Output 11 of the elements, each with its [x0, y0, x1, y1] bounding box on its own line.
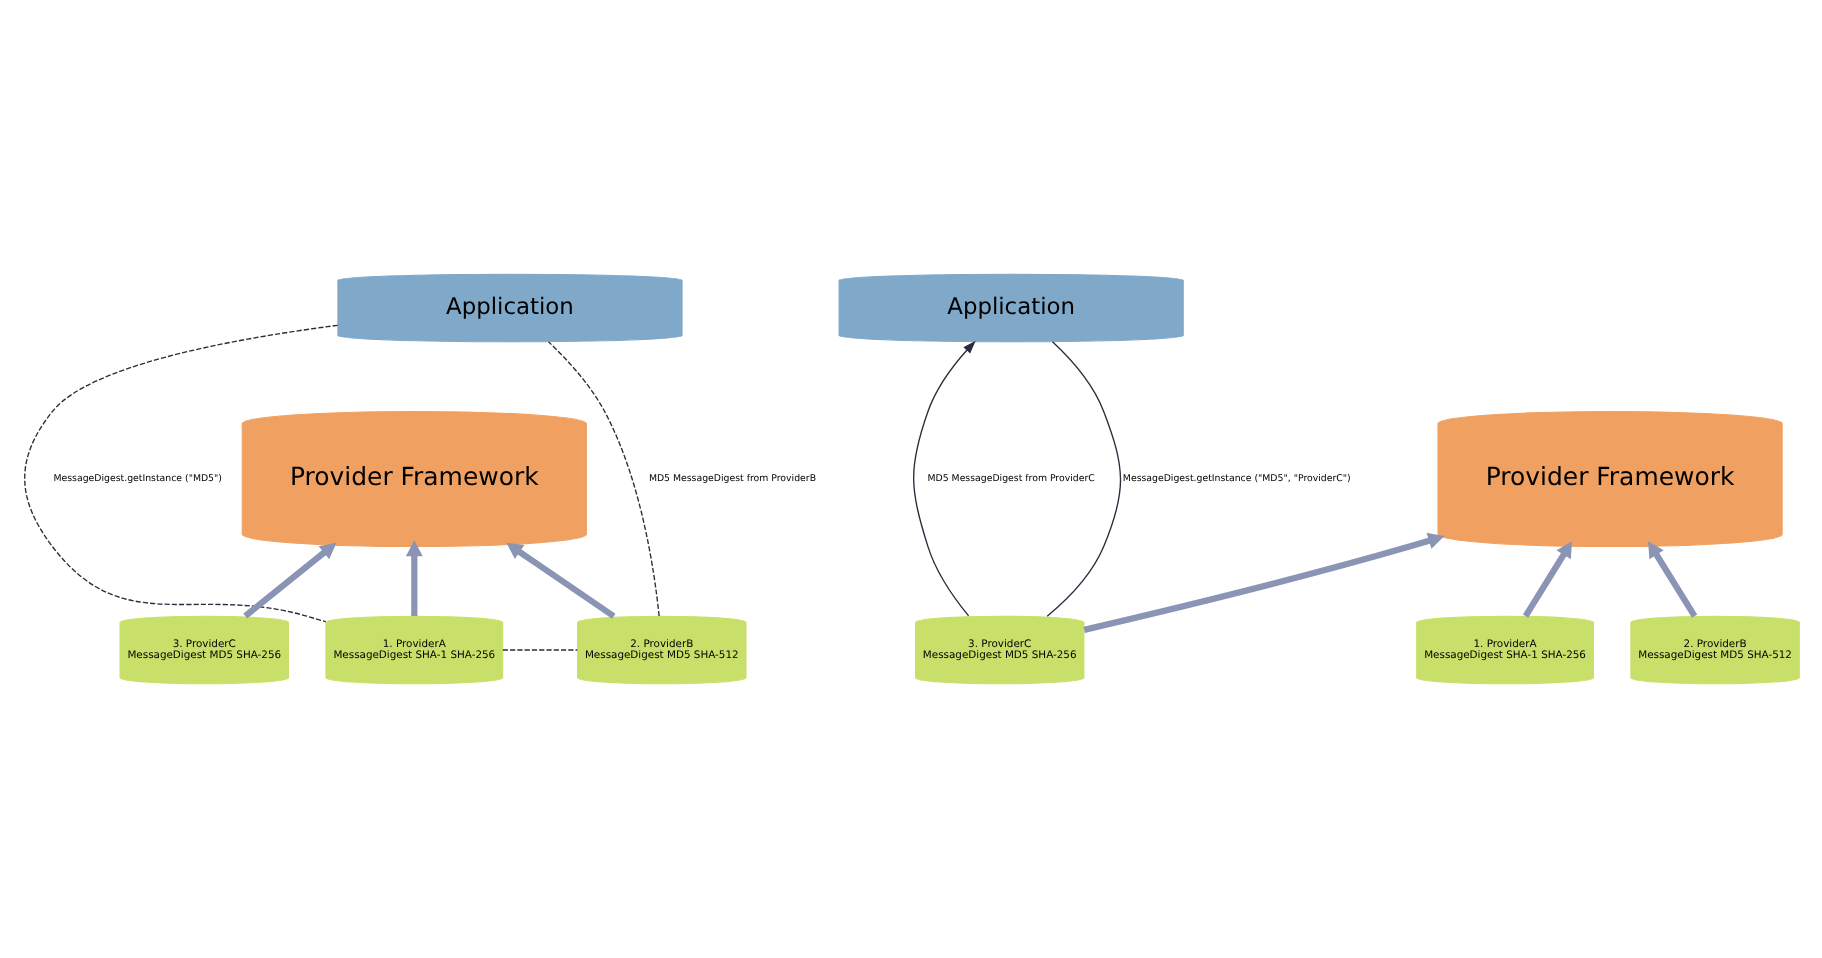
connector — [501, 649, 577, 651]
arrow — [1647, 541, 1697, 618]
arrow — [1521, 541, 1572, 618]
arrow — [242, 542, 336, 619]
connector — [23, 324, 338, 623]
arrow — [404, 540, 422, 616]
connector — [547, 341, 659, 617]
arrow — [1082, 532, 1444, 633]
connector — [1045, 341, 1121, 617]
arrow — [505, 542, 615, 619]
arrow — [912, 340, 975, 617]
